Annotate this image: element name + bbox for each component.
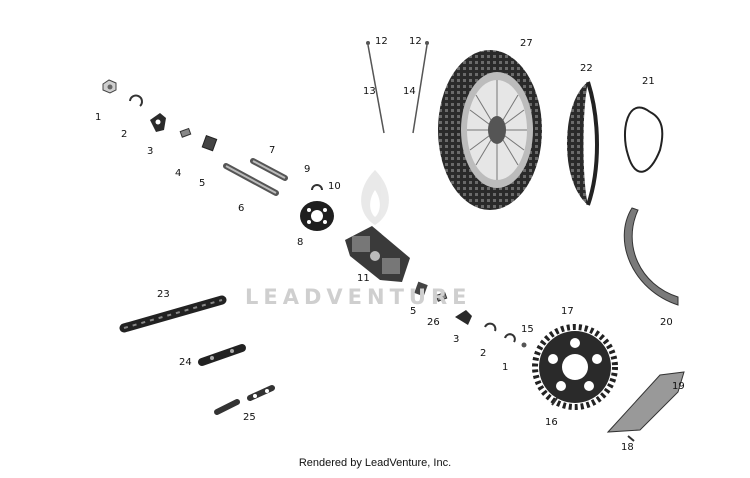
callout-18: 18 [621, 442, 634, 453]
callout-8: 8 [297, 237, 304, 248]
callout-6: 6 [238, 203, 245, 214]
callout-24: 24 [179, 357, 192, 368]
callout-11: 11 [357, 273, 370, 284]
callout-3-right: 3 [453, 334, 460, 345]
callout-1: 1 [95, 112, 102, 123]
tire [566, 81, 599, 206]
axle-nut [102, 79, 117, 94]
rim [623, 207, 679, 306]
callout-20: 20 [660, 317, 673, 328]
right-nut [521, 342, 527, 348]
guard-bolt [627, 435, 635, 442]
callout-10: 10 [328, 181, 341, 192]
rear-sprocket [532, 324, 618, 410]
watermark-logo [361, 170, 389, 225]
sprocket-guard [606, 371, 685, 433]
circlip [129, 94, 143, 107]
callout-22: 22 [580, 63, 593, 74]
spoke-13 [366, 41, 385, 134]
callout-27: 27 [520, 38, 533, 49]
right-spacer [414, 281, 428, 297]
callout-12-left: 12 [375, 36, 388, 47]
spoke-14 [412, 41, 429, 134]
link-clip [214, 385, 275, 415]
callout-21: 21 [642, 76, 655, 87]
callout-2-right: 2 [480, 348, 487, 359]
callout-15: 15 [521, 324, 534, 335]
adjuster-bolt [179, 127, 192, 138]
callout-23: 23 [157, 289, 170, 300]
callout-2: 2 [121, 129, 128, 140]
axle-shaft [223, 163, 279, 196]
callout-12-right: 12 [409, 36, 422, 47]
callout-1-right: 1 [502, 362, 509, 373]
watermark: LEADVENTURE [245, 285, 472, 309]
spacer [201, 135, 218, 152]
callout-19: 19 [672, 381, 685, 392]
callout-16: 16 [545, 417, 558, 428]
right-bolt [435, 291, 448, 302]
master-link [198, 344, 246, 366]
sprocket-bolt [551, 397, 558, 406]
chain-adjuster [150, 113, 166, 132]
callout-25: 25 [243, 412, 256, 423]
small-clip [311, 184, 323, 191]
callout-5-right: 5 [410, 306, 417, 317]
right-circlip [484, 322, 497, 332]
brake-disc [300, 201, 334, 231]
right-washer [504, 333, 516, 343]
right-adjuster [455, 310, 472, 325]
callout-9: 9 [304, 164, 311, 175]
callout-7: 7 [269, 145, 276, 156]
callout-13: 13 [363, 86, 376, 97]
callout-14: 14 [403, 86, 416, 97]
callout-4: 4 [175, 168, 182, 179]
wheel-hub [345, 226, 410, 282]
callout-26: 26 [427, 317, 440, 328]
callout-17: 17 [561, 306, 574, 317]
rim-band [624, 106, 664, 173]
axle-collar [250, 158, 288, 181]
render-credit: Rendered by LeadVenture, Inc. [298, 457, 452, 469]
rear-wheel-assembly [438, 50, 542, 210]
drive-chain [119, 295, 227, 333]
callout-5: 5 [199, 178, 206, 189]
callout-3: 3 [147, 146, 154, 157]
